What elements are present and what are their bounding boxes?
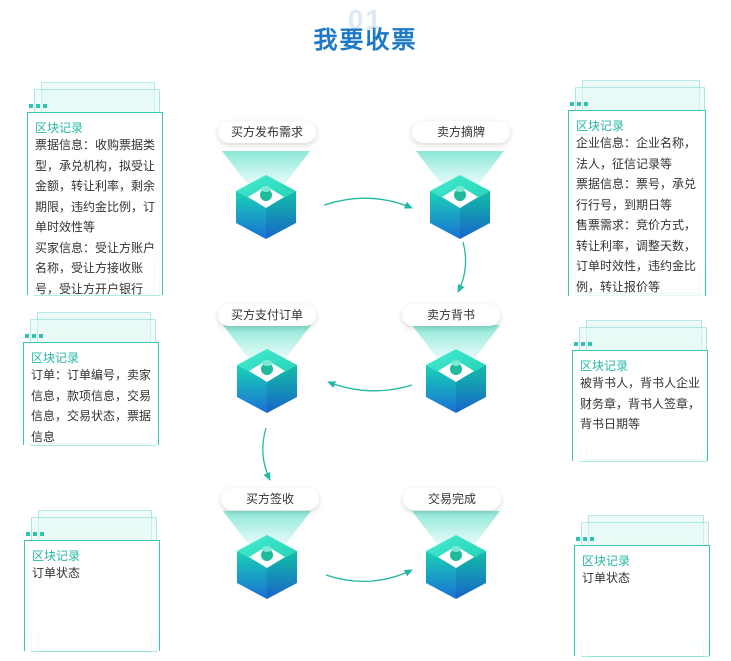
panel-body: 被背书人，背书人企业 财务章，背书人签章， 背书日期等 [580, 373, 710, 435]
panel-line: 订单状态 [582, 571, 631, 585]
panel-line: 被背书人，背书人企业 [580, 376, 701, 390]
panel-title: 区块记录 [32, 549, 81, 563]
panel-line: 号，受让方开户银行 [35, 281, 144, 296]
step-seller-pick: 卖方摘牌 [412, 121, 510, 143]
panel-line: 信息 [31, 429, 56, 444]
panel-line: 名称，受让方接收账 [35, 261, 144, 275]
panel-line: 订单：订单编号，卖家 [31, 368, 152, 382]
panel-line: 单时效性等 [35, 220, 96, 234]
panel-line: 财务章，背书人签章， [580, 396, 701, 411]
panel-dots-icon [574, 342, 592, 346]
panel-body: 企业信息：企业名称， 法人，征信记录等 票据信息：票号，承兑 行行号，到期日等 … [576, 133, 708, 297]
block-record-panel-6: 区块记录 订单状态 [574, 515, 714, 657]
page-header: 01 我要收票 [0, 2, 731, 58]
panel-dots-icon [570, 102, 588, 106]
panel-body: 票据信息：收购票据类 型，承兑机构，拟受让 金额，转让利率，剩余 期限，违约金比… [35, 135, 165, 299]
panel-dots-icon [25, 334, 43, 338]
panel-dots-icon [29, 104, 47, 108]
panel-line: 信息，交易状态，票据 [31, 409, 152, 423]
block-record-panel-2: 区块记录 企业信息：企业名称， 法人，征信记录等 票据信息：票号，承兑 行行号，… [568, 80, 710, 297]
panel-dots-icon [576, 537, 594, 541]
panel-body: 订单状态 [582, 568, 712, 589]
cube-icon-buyer-sign [223, 511, 311, 599]
cube-icon-seller-pick [416, 151, 504, 239]
panel-body: 订单状态 [32, 563, 162, 584]
title-watermark-number: 01 [347, 4, 384, 35]
step-buyer-pay: 买方支付订单 [218, 304, 316, 326]
panel-title: 区块记录 [35, 121, 84, 135]
panel-line: 例，转让报价等 [576, 279, 661, 294]
panel-line: 转让利率，调整天数， [576, 238, 697, 253]
panel-line: 信息，款项信息，交易 [31, 388, 152, 403]
panel-line: 售票需求：竞价方式， [576, 218, 697, 232]
panel-title: 区块记录 [582, 554, 631, 568]
panel-line: 票据信息：票号，承兑 [576, 177, 697, 191]
panel-line: 法人，征信记录等 [576, 156, 673, 171]
cube-icon-buyer-pay [223, 325, 311, 413]
panel-title: 区块记录 [31, 351, 80, 365]
block-record-panel-1: 区块记录 票据信息：收购票据类 型，承兑机构，拟受让 金额，转让利率，剩余 期限… [27, 82, 167, 296]
flow-arrow-3-5 [262, 427, 271, 481]
block-record-panel-3: 区块记录 订单：订单编号，卖家 信息，款项信息，交易 信息，交易状态，票据 信息 [23, 312, 163, 447]
panel-line: 订单状态 [32, 566, 81, 580]
panel-body: 订单：订单编号，卖家 信息，款项信息，交易 信息，交易状态，票据 信息 [31, 365, 161, 447]
step-buyer-publish: 买方发布需求 [218, 121, 316, 143]
panel-title: 区块记录 [576, 119, 625, 133]
flow-arrow-4-3 [327, 381, 413, 392]
panel-line: 背书日期等 [580, 417, 641, 431]
flow-arrow-1-2 [323, 197, 413, 209]
panel-dots-icon [26, 532, 44, 536]
panel-line: 行行号，到期日等 [576, 197, 673, 212]
cube-icon-buyer-publish [222, 151, 310, 239]
panel-line: 票据信息：收购票据类 [35, 138, 156, 152]
step-buyer-sign: 买方签收 [221, 488, 319, 510]
step-seller-endorse: 卖方背书 [402, 304, 500, 326]
panel-line: 金额，转让利率，剩余 [35, 179, 156, 193]
panel-line: 型，承兑机构，拟受让 [35, 158, 156, 173]
panel-line: 企业信息：企业名称， [576, 136, 697, 150]
panel-line: 期限，违约金比例，订 [35, 199, 156, 214]
flow-arrow-5-6 [325, 569, 413, 583]
panel-line: 订单时效性，违约金比 [576, 259, 697, 273]
step-trade-complete: 交易完成 [403, 488, 501, 510]
page-title: 我要收票 [313, 27, 418, 54]
block-record-panel-5: 区块记录 订单状态 [24, 510, 164, 652]
panel-title: 区块记录 [580, 359, 629, 373]
block-record-panel-4: 区块记录 被背书人，背书人企业 财务章，背书人签章， 背书日期等 [572, 320, 712, 462]
cube-icon-trade-complete [412, 511, 500, 599]
flow-arrow-2-4 [457, 241, 467, 293]
panel-line: 买家信息：受让方账户 [35, 240, 156, 255]
cube-icon-seller-endorse [412, 325, 500, 413]
